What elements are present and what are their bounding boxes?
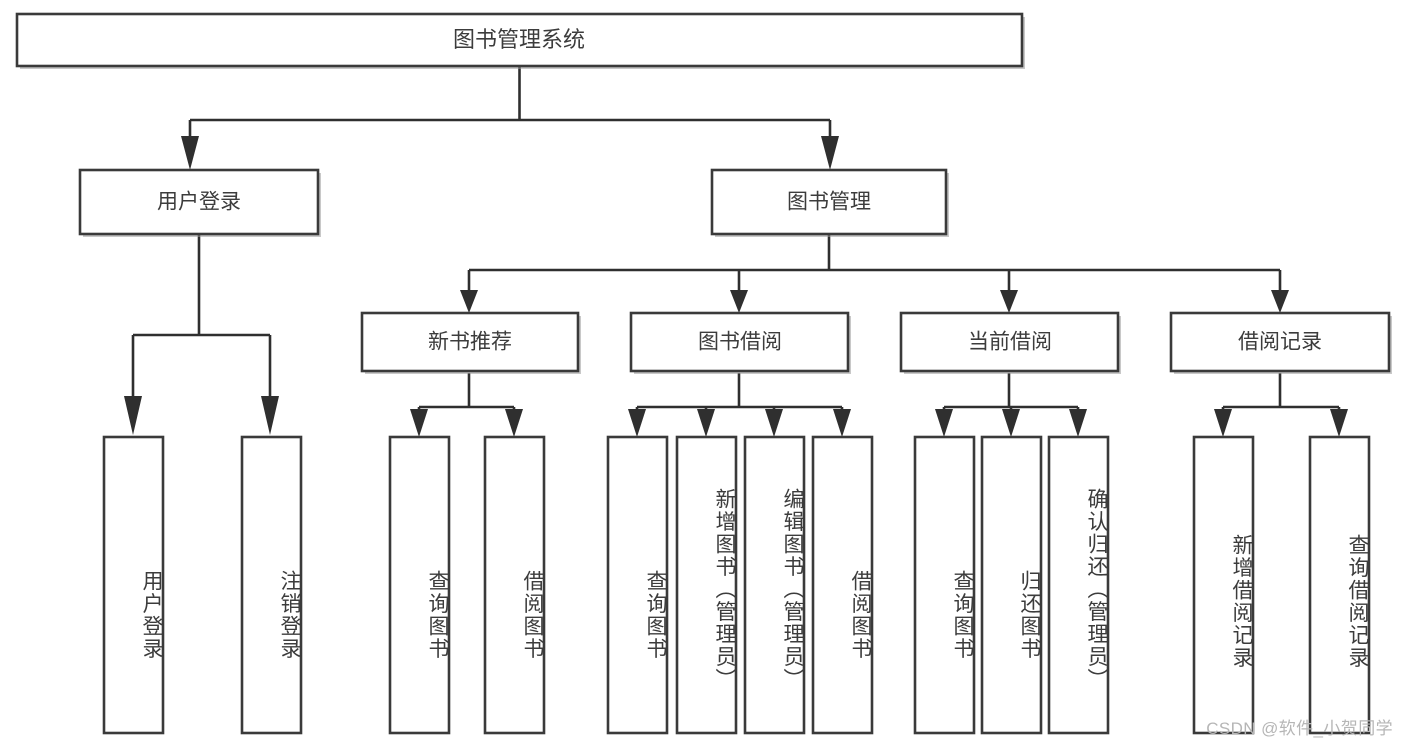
arrowhead-bb-add	[697, 409, 715, 437]
connector-layer	[124, 66, 1348, 437]
arrowhead-leaf-logout	[261, 396, 279, 435]
node-label-current-borrow: 当前借阅	[968, 331, 1052, 354]
arrowhead-leaf-user-login	[124, 396, 142, 435]
node-box-leaf-cb-confirm-return[interactable]	[1047, 435, 1110, 735]
node-box-book-borrow[interactable]	[629, 311, 850, 373]
node-box-borrow-record[interactable]	[1169, 311, 1391, 373]
node-box-current-borrow[interactable]	[899, 311, 1120, 373]
node-label-user-login: 用户登录	[157, 191, 241, 214]
arrowhead-nb-query	[410, 409, 428, 437]
csdn-watermark: CSDN @软件_小贺同学	[1206, 719, 1393, 738]
arrowhead-user-login	[181, 136, 199, 170]
node-label-book-borrow: 图书借阅	[698, 331, 782, 354]
arrowhead-bb-query	[628, 409, 646, 437]
arrowhead-cb-confirm	[1069, 409, 1087, 437]
node-label-borrow-record: 借阅记录	[1238, 331, 1322, 354]
arrowhead-bb-edit	[765, 409, 783, 437]
node-box-leaf-bb-query-book[interactable]	[606, 435, 669, 735]
node-label-book-manage: 图书管理	[787, 191, 871, 214]
arrowhead-book-manage	[821, 136, 839, 170]
arrowhead-borrow-record	[1271, 290, 1289, 313]
node-box-book-manage[interactable]	[710, 168, 948, 236]
arrowhead-new-book	[460, 290, 478, 313]
arrowhead-cb-return	[1002, 409, 1020, 437]
arrowhead-bb-borrow	[833, 409, 851, 437]
node-box-leaf-br-add-record[interactable]	[1192, 435, 1255, 735]
arrowhead-book-borrow	[730, 290, 748, 313]
arrowhead-nb-borrow	[505, 409, 523, 437]
node-box-leaf-nb-borrow-book[interactable]	[483, 435, 546, 735]
node-box-leaf-cb-query-book[interactable]	[913, 435, 976, 735]
node-box-leaf-cb-return-book[interactable]	[980, 435, 1043, 735]
arrowhead-cb-query	[935, 409, 953, 437]
node-box-leaf-bb-borrow-book[interactable]	[811, 435, 874, 735]
node-box-leaf-logout[interactable]	[240, 435, 303, 735]
arrowhead-current-borrow	[1000, 290, 1018, 313]
node-label-root: 图书管理系统	[453, 27, 585, 52]
node-box-leaf-bb-add-book[interactable]	[675, 435, 738, 735]
node-box-leaf-nb-query-book[interactable]	[388, 435, 451, 735]
node-label-new-book-recommend: 新书推荐	[428, 331, 512, 354]
node-layer: 图书管理系统 用户登录 图书管理 新书推荐 图书借阅 当前借阅 借阅记录	[15, 12, 1392, 735]
arrowhead-br-query	[1330, 409, 1348, 437]
node-box-leaf-bb-edit-book[interactable]	[743, 435, 806, 735]
node-box-leaf-br-query-record[interactable]	[1308, 435, 1371, 735]
node-box-user-login[interactable]	[78, 168, 320, 236]
arrowhead-br-add	[1214, 409, 1232, 437]
node-box-root[interactable]	[15, 12, 1024, 68]
node-box-new-book-recommend[interactable]	[360, 311, 580, 373]
node-box-leaf-user-login[interactable]	[102, 435, 165, 735]
